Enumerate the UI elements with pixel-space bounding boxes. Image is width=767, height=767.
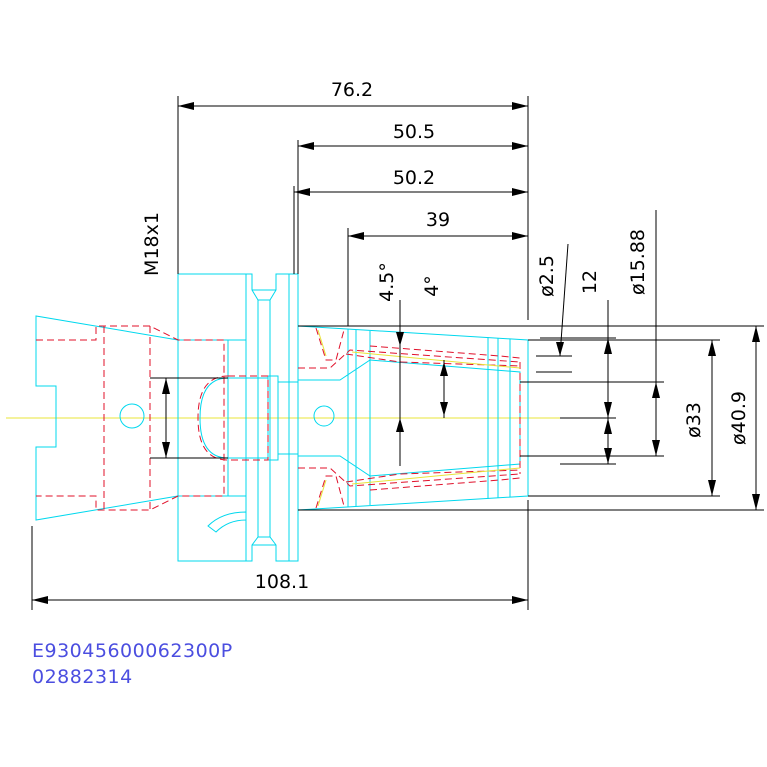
- dim-50-2: 50.2: [393, 167, 435, 189]
- dim-39: 39: [426, 209, 450, 231]
- dim-dia-2-5: ø2.5: [536, 255, 558, 297]
- part-number-1: E93045600062300P: [32, 640, 233, 662]
- dim-dia-15-88: ø15.88: [627, 229, 649, 295]
- dim-dia-33: ø33: [683, 402, 705, 438]
- dim-angle-4: 4°: [421, 275, 443, 297]
- dim-12: 12: [579, 270, 601, 294]
- part-number-2: 02882314: [32, 666, 133, 688]
- dim-angle-4-5: 4.5°: [376, 262, 398, 302]
- dim-50-5: 50.5: [393, 121, 435, 143]
- dim-108-1: 108.1: [255, 571, 309, 593]
- dimension-labels: 76.2 50.5 50.2 39 108.1 M18x1 4.5° 4° ø2…: [141, 79, 750, 593]
- dim-thread: M18x1: [141, 212, 163, 276]
- yellow-lines: [317, 329, 521, 507]
- dim-dia-40-9: ø40.9: [728, 391, 750, 445]
- dimension-lines: [31, 96, 764, 610]
- dim-76-2: 76.2: [331, 79, 373, 101]
